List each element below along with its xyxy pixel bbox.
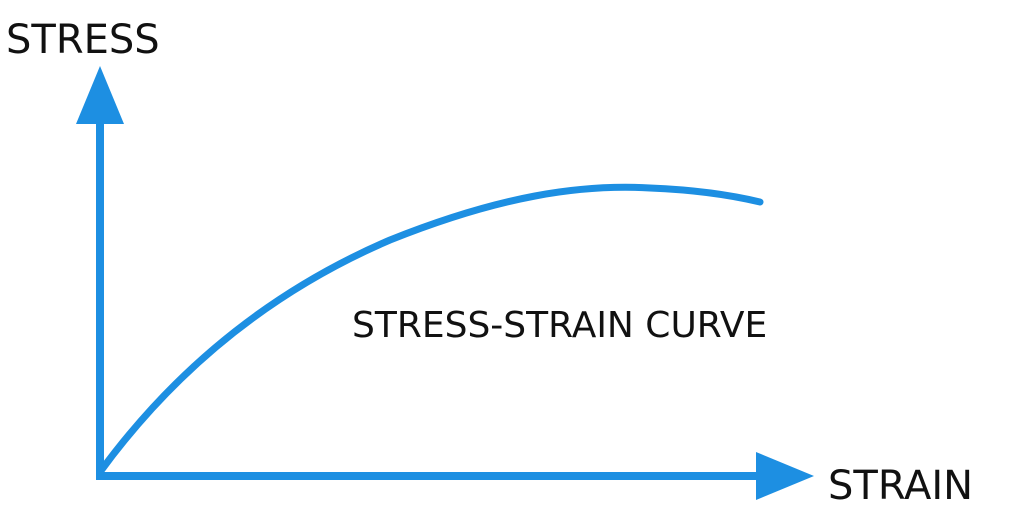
x-axis-arrowhead <box>756 452 814 500</box>
curve-title: STRESS-STRAIN CURVE <box>352 305 768 346</box>
y-axis-label: STRESS <box>6 17 160 63</box>
x-axis-label: STRAIN <box>828 463 974 509</box>
y-axis-arrowhead <box>76 66 124 124</box>
stress-strain-curve <box>96 183 764 476</box>
